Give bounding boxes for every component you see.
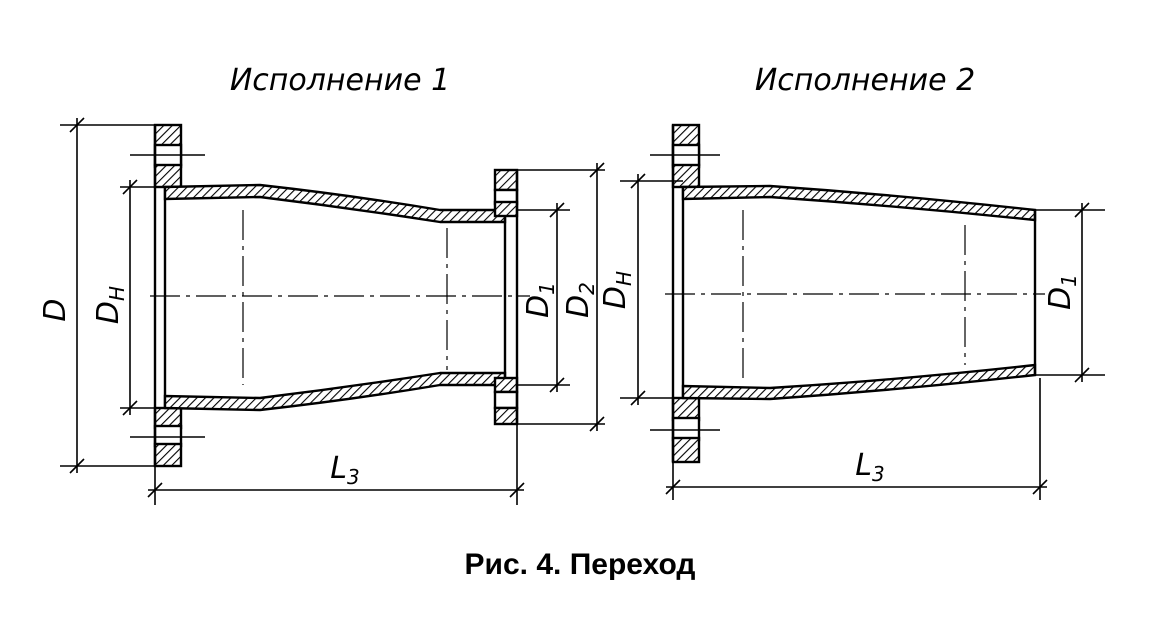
label-d1: D1: [1043, 274, 1081, 310]
label-d-nominal: DН: [91, 286, 129, 324]
dimension-d-nominal: [120, 179, 165, 416]
dimension-length: [147, 424, 525, 505]
dimension-d2: [517, 162, 605, 432]
transition-drawing: Исполнение 1: [38, 63, 1105, 505]
cone-upper-wall: [681, 184, 1037, 222]
label-length: L3: [330, 451, 359, 489]
figure-caption: Рис. 4. Переход: [464, 548, 696, 581]
label-d-nominal: DН: [598, 271, 636, 309]
variant-1-drawing: Исполнение 1: [38, 63, 605, 505]
variant-2-drawing: Исполнение 2 DН: [598, 63, 1105, 500]
body-lower-wall: [163, 371, 507, 412]
dimension-length: [665, 378, 1048, 500]
cone-lower-wall: [681, 363, 1037, 401]
dimension-d-outer: [60, 117, 155, 474]
label-d-outer: D: [38, 298, 73, 321]
dimension-d1: [517, 202, 570, 393]
label-d1: D1: [521, 282, 559, 318]
right-flange: [493, 168, 519, 426]
variant-1-title: Исполнение 1: [230, 63, 450, 98]
label-d2: D2: [561, 282, 599, 318]
left-flange: [130, 123, 205, 468]
label-length: L3: [855, 448, 884, 486]
dimension-d-nominal: [620, 173, 683, 406]
variant-2-title: Исполнение 2: [755, 63, 975, 98]
dimension-d1: [1035, 202, 1105, 383]
body-upper-wall: [163, 183, 507, 224]
